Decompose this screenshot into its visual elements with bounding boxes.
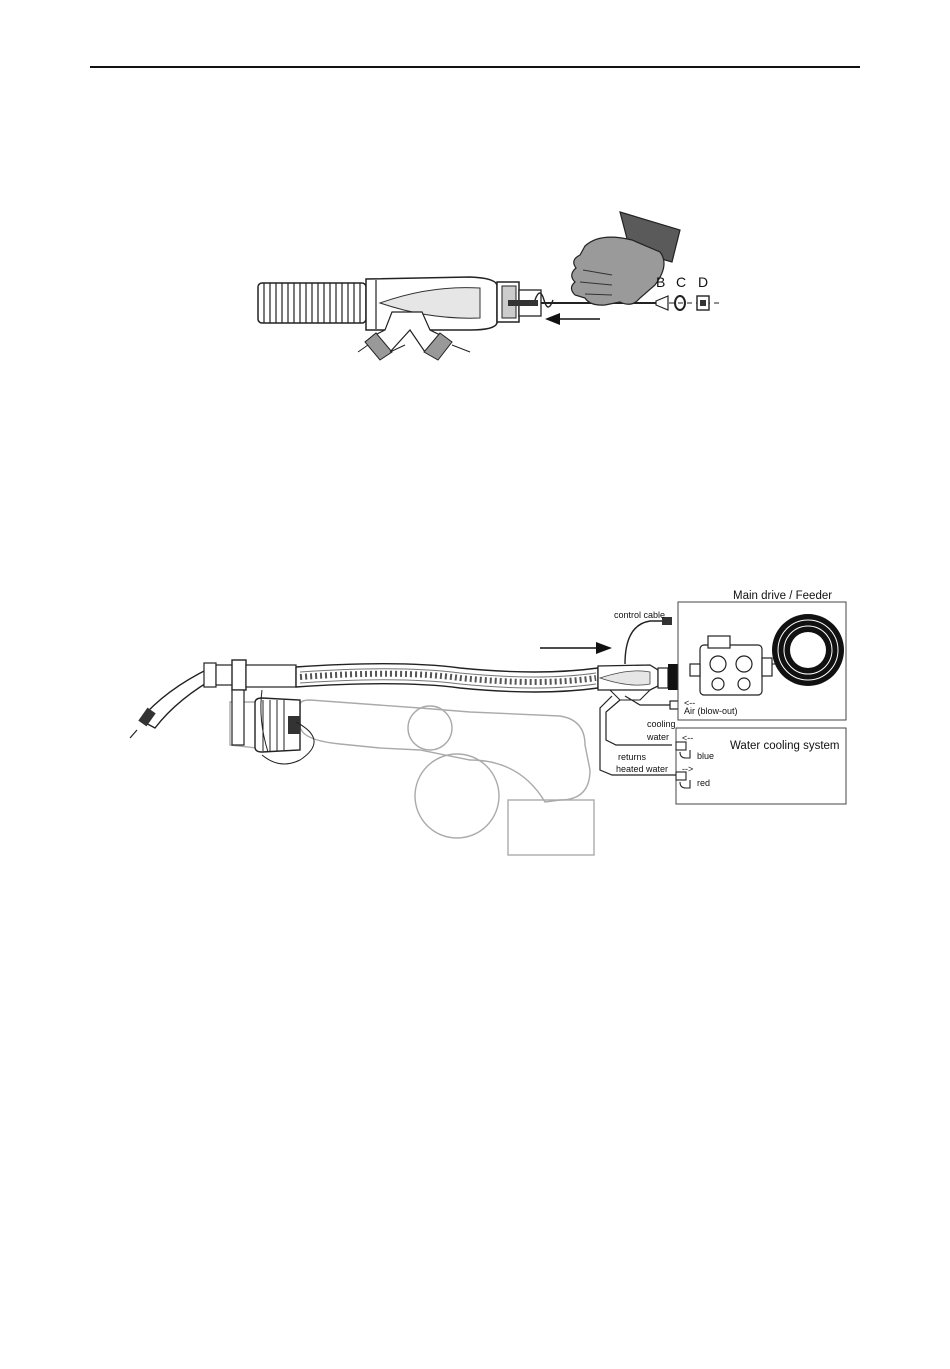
svg-text:Main drive / Feeder: Main drive / Feeder bbox=[733, 590, 832, 602]
cooling-label: cooling bbox=[647, 719, 676, 729]
svg-text:Water cooling system: Water cooling system bbox=[730, 740, 840, 752]
feed-direction-arrow bbox=[540, 642, 612, 654]
svg-text:control cable: control cable bbox=[614, 610, 665, 620]
svg-text:<--: <-- bbox=[684, 698, 695, 708]
svg-text:<--: <-- bbox=[682, 733, 693, 743]
svg-text:blue: blue bbox=[697, 751, 714, 761]
main-drive-box: Main drive / Feeder Air (blow-out) <-- bbox=[678, 590, 846, 720]
heated-water-label: heated water bbox=[616, 764, 668, 774]
wire-spool bbox=[772, 614, 844, 686]
feeder-drive-unit bbox=[690, 636, 772, 695]
feeder-connector bbox=[598, 664, 683, 700]
control-cable: control cable bbox=[614, 610, 672, 664]
water-cooling-box: Water cooling system <-- blue --> red bbox=[676, 728, 846, 804]
water-label: water bbox=[646, 732, 669, 742]
hose-package bbox=[296, 664, 598, 692]
svg-text:red: red bbox=[697, 778, 710, 788]
svg-text:-->: --> bbox=[682, 764, 693, 774]
returns-label: returns bbox=[618, 752, 647, 762]
